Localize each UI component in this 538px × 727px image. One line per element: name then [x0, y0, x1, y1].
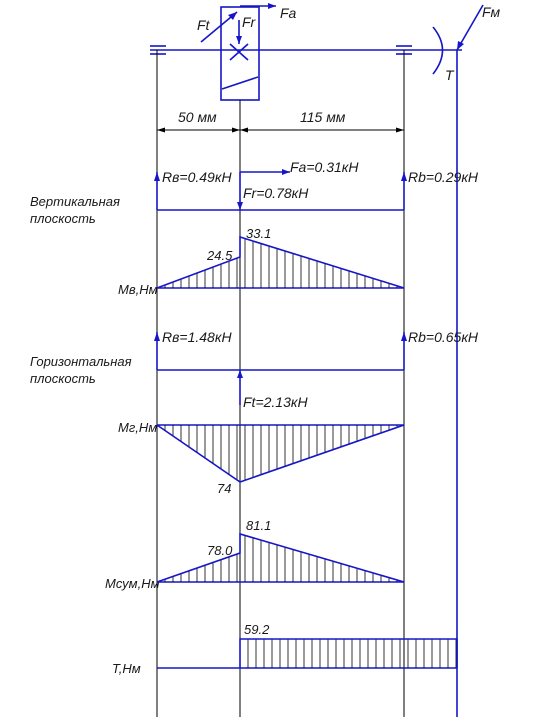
ft-h-arrowhead	[237, 370, 243, 378]
msum-label: Mсум,Нм	[105, 576, 160, 591]
fa-label: Fa	[280, 5, 297, 21]
fa-arrowhead	[268, 3, 276, 9]
guide-lines	[156, 50, 458, 717]
torque-arc	[432, 26, 444, 75]
gear-cross-b	[229, 43, 249, 61]
dimensions: 50 мм 115 мм	[157, 109, 404, 133]
fr-v-arrowhead	[237, 202, 243, 210]
ra-h-arrowhead	[154, 332, 160, 341]
mg-value: 74	[217, 481, 231, 496]
dim-arrow-3	[240, 127, 248, 133]
fm-label: Fм	[482, 4, 501, 20]
ra-h-label: Rв=1.48кН	[162, 329, 232, 345]
fm-arrowhead	[457, 41, 464, 50]
vertical-plane: Вертикальная плоскость Rв=0.49кН Fa=0.31…	[30, 159, 479, 297]
dim-left-label: 50 мм	[178, 109, 217, 125]
fr-label: Fr	[242, 14, 257, 30]
mg-hatching	[164, 425, 398, 481]
msum-hatching	[164, 535, 398, 582]
torque-label: T	[445, 67, 455, 83]
mv-left-value: 24.5	[206, 248, 233, 263]
rb-v-arrowhead	[401, 172, 407, 181]
dim-right-label: 115 мм	[300, 109, 346, 125]
ra-v-label: Rв=0.49кН	[162, 169, 232, 185]
msum-outline	[156, 532, 405, 583]
fr-v-label: Fr=0.78кН	[243, 185, 309, 201]
shaft-schematic: Ft Fr Fa Fм T	[150, 3, 501, 101]
fa-v-label: Fa=0.31кН	[290, 159, 359, 175]
dim-arrow-1	[157, 127, 165, 133]
fr-arrowhead	[236, 36, 242, 44]
rb-h-label: Rb=0.65кН	[408, 329, 479, 345]
summary-moment: Mсум,Нм 78.0 81.1	[105, 518, 405, 591]
mv-hatching	[164, 238, 398, 288]
horizontal-title-2: плоскость	[30, 371, 96, 386]
fa-v-arrowhead	[282, 169, 290, 175]
torque-value: 59.2	[244, 622, 270, 637]
rb-v-label: Rb=0.29кН	[408, 169, 479, 185]
gear-tooth-line	[221, 76, 259, 90]
dim-arrow-2	[232, 127, 240, 133]
vertical-title-2: плоскость	[30, 211, 96, 226]
horizontal-title-1: Горизонтальная	[30, 354, 132, 369]
fm-arrow	[456, 4, 484, 51]
torque-outline	[239, 638, 458, 668]
ft-arrowhead	[228, 12, 237, 20]
mv-outline	[156, 235, 405, 289]
msum-right-value: 81.1	[246, 518, 271, 533]
msum-left-value: 78.0	[207, 543, 233, 558]
ft-label: Ft	[197, 17, 211, 33]
rb-h-arrowhead	[401, 332, 407, 341]
mg-outline	[156, 424, 405, 483]
mv-right-value: 33.1	[246, 226, 271, 241]
ra-v-arrowhead	[154, 172, 160, 181]
dim-arrow-4	[396, 127, 404, 133]
mg-label: Mг,Нм	[118, 420, 157, 435]
torque-hatching	[247, 639, 457, 668]
vertical-title-1: Вертикальная	[30, 194, 120, 209]
torque-diagram: T,Нм 59.2	[112, 622, 458, 676]
torque-axis-label: T,Нм	[112, 661, 141, 676]
mv-label: Mв,Нм	[118, 282, 158, 297]
horizontal-plane: Горизонтальная плоскость Rв=1.48кН Rb=0.…	[30, 329, 479, 496]
ft-h-label: Ft=2.13кН	[243, 394, 308, 410]
